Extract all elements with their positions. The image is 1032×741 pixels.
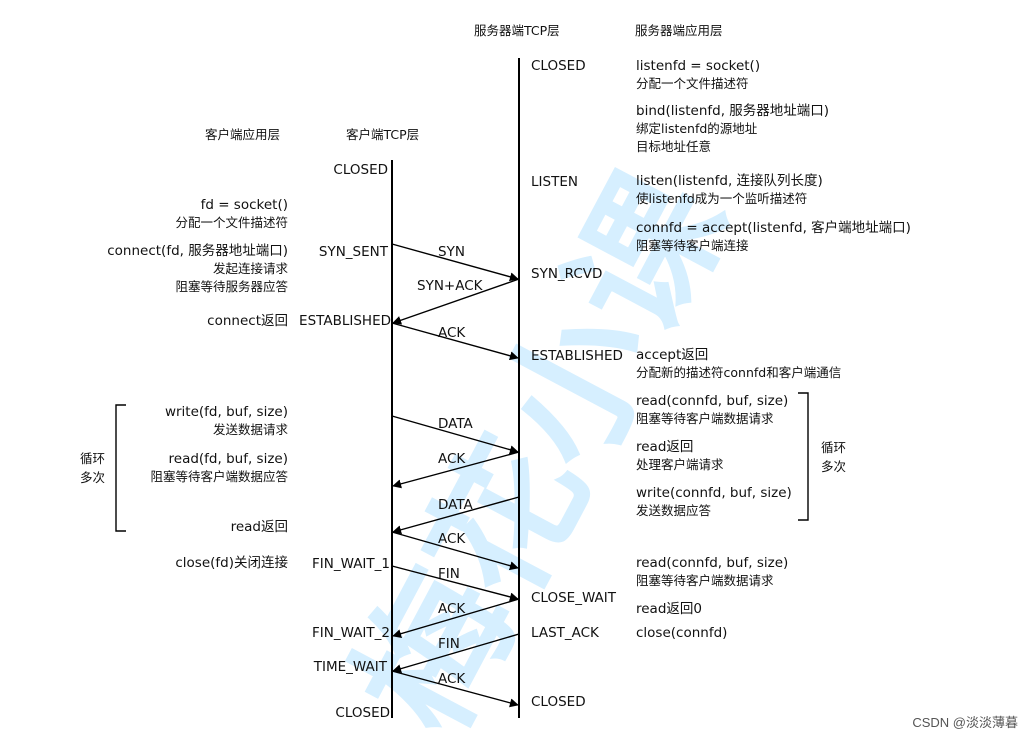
client-read-return: read返回 — [231, 519, 288, 535]
arrow-data-2 — [392, 496, 520, 535]
label-ack-4: ACK — [438, 601, 466, 617]
client-connect-call: connect(fd, 服务器地址端口) — [107, 243, 288, 259]
server-state-syn-rcvd: SYN_RCVD — [531, 266, 602, 282]
client-write-desc: 发送数据请求 — [213, 422, 289, 437]
arrow-syn-ack — [392, 278, 520, 325]
label-data-1: DATA — [438, 416, 474, 432]
header-server-app: 服务器端应用层 — [635, 23, 723, 38]
arrow-syn — [391, 243, 519, 282]
server-state-closed-bottom: CLOSED — [531, 694, 586, 710]
server-state-listen: LISTEN — [531, 174, 578, 190]
server-listen-call: listen(listenfd, 连接队列长度) — [636, 172, 823, 189]
client-connect-return: connect返回 — [207, 313, 288, 329]
client-state-fin-wait-2: FIN_WAIT_2 — [312, 625, 390, 641]
server-accept-call: connfd = accept(listenfd, 客户端地址端口) — [636, 219, 911, 236]
server-bind-desc-1: 绑定listenfd的源地址 — [636, 121, 758, 136]
header-client-tcp: 客户端TCP层 — [346, 127, 419, 142]
server-accept-desc: 阻塞等待客户端连接 — [636, 238, 749, 253]
server-loop-label-2: 多次 — [821, 459, 846, 474]
client-loop-label-2: 多次 — [80, 470, 105, 485]
server-read2-return: read返回0 — [636, 601, 702, 617]
client-state-closed-bottom: CLOSED — [335, 705, 390, 721]
server-read-call: read(connfd, buf, size) — [636, 393, 788, 409]
server-loop-bracket — [798, 392, 809, 521]
column-headers: 服务器端TCP层 服务器端应用层 客户端应用层 客户端TCP层 — [205, 23, 723, 142]
server-accept-return: accept返回 — [636, 347, 708, 363]
label-data-2: DATA — [438, 497, 474, 513]
server-loop-label-1: 循环 — [821, 440, 846, 455]
label-ack-2: ACK — [438, 451, 466, 467]
label-fin-2: FIN — [438, 636, 460, 652]
header-server-tcp: 服务器端TCP层 — [474, 23, 560, 38]
arrow-fin-2 — [392, 633, 520, 674]
server-socket-call: listenfd = socket() — [636, 58, 760, 74]
client-states: CLOSED SYN_SENT ESTABLISHED FIN_WAIT_1 F… — [299, 162, 391, 721]
arrow-ack-5 — [391, 670, 519, 708]
client-socket-desc: 分配一个文件描述符 — [175, 215, 288, 230]
client-read-call: read(fd, buf, size) — [169, 451, 288, 467]
server-state-closed-top: CLOSED — [531, 58, 586, 74]
client-write-call: write(fd, buf, size) — [165, 404, 288, 420]
client-state-closed-top: CLOSED — [333, 162, 388, 178]
server-state-close-wait: CLOSE_WAIT — [531, 590, 617, 606]
label-ack-5: ACK — [438, 671, 466, 687]
server-listen-desc: 使listenfd成为一个监听描述符 — [636, 191, 807, 206]
arrow-ack-1 — [391, 322, 519, 361]
client-loop-bracket — [115, 404, 126, 532]
client-state-time-wait: TIME_WAIT — [313, 659, 388, 675]
server-state-last-ack: LAST_ACK — [531, 625, 600, 641]
label-fin-1: FIN — [438, 566, 460, 582]
arrow-ack-3 — [391, 531, 519, 571]
client-app-notes: fd = socket() 分配一个文件描述符 connect(fd, 服务器地… — [80, 197, 288, 571]
message-labels: SYN SYN+ACK ACK DATA ACK DATA ACK FIN AC… — [417, 244, 484, 687]
credit-text: CSDN @淡淡薄暮 — [912, 715, 1018, 730]
server-states: CLOSED LISTEN SYN_RCVD ESTABLISHED CLOSE… — [531, 58, 623, 710]
client-close-call: close(fd)关闭连接 — [175, 554, 288, 571]
server-read-return-desc: 处理客户端请求 — [636, 457, 724, 472]
server-read-desc: 阻塞等待客户端数据请求 — [636, 411, 774, 426]
client-state-syn-sent: SYN_SENT — [319, 244, 389, 260]
client-socket-call: fd = socket() — [201, 197, 288, 213]
arrow-data-1 — [391, 415, 519, 455]
server-bind-desc-2: 目标地址任意 — [636, 139, 711, 154]
label-syn-ack: SYN+ACK — [417, 278, 484, 294]
server-read2-desc: 阻塞等待客户端数据请求 — [636, 573, 774, 588]
arrow-ack-4 — [392, 598, 520, 639]
client-connect-desc-1: 发起连接请求 — [213, 261, 289, 276]
message-arrows — [391, 243, 520, 708]
client-connect-desc-2: 阻塞等待服务器应答 — [175, 279, 288, 294]
server-bind-call: bind(listenfd, 服务器地址端口) — [636, 103, 829, 119]
server-state-established: ESTABLISHED — [531, 348, 623, 364]
server-socket-desc: 分配一个文件描述符 — [636, 76, 749, 91]
server-accept-return-desc: 分配新的描述符connfd和客户端通信 — [636, 365, 841, 380]
server-write-call: write(connfd, buf, size) — [636, 485, 792, 501]
client-read-desc: 阻塞等待客户端数据应答 — [150, 469, 288, 484]
label-ack-1: ACK — [438, 325, 466, 341]
label-ack-3: ACK — [438, 531, 466, 547]
server-app-notes: listenfd = socket() 分配一个文件描述符 bind(liste… — [636, 58, 911, 641]
label-syn: SYN — [438, 244, 465, 260]
server-write-desc: 发送数据应答 — [636, 503, 712, 518]
arrow-fin-1 — [391, 565, 519, 602]
server-read-return: read返回 — [636, 439, 693, 455]
client-state-established: ESTABLISHED — [299, 313, 391, 329]
server-read2-call: read(connfd, buf, size) — [636, 555, 788, 571]
server-close-call: close(connfd) — [636, 625, 727, 641]
client-loop-label-1: 循环 — [80, 451, 105, 466]
header-client-app: 客户端应用层 — [205, 127, 280, 142]
arrow-ack-2 — [392, 451, 520, 489]
client-state-fin-wait-1: FIN_WAIT_1 — [312, 556, 390, 572]
